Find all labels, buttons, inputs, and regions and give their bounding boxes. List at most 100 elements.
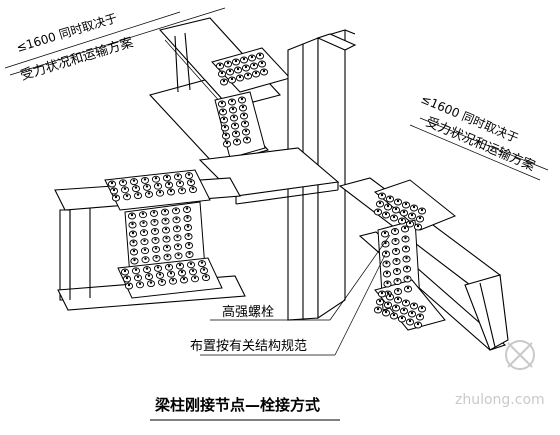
- bolt-upper-left-web-head: [221, 109, 225, 113]
- bolt-upper-left-flange-head: [228, 69, 232, 73]
- bolt-left-top-flange-head: [143, 178, 147, 181]
- bolt-left-web-head: [176, 235, 179, 238]
- bolt-right-bottom-flange-head: [394, 305, 398, 309]
- bolt-left-top-flange-head: [112, 188, 116, 192]
- bolt-left-bottom-flange-head: [204, 275, 208, 278]
- bolt-left-top-flange-head: [187, 173, 191, 176]
- bolt-left-web-head: [131, 222, 134, 226]
- diagram-caption: 梁柱刚接节点—栓接方式: [154, 396, 320, 414]
- bolt-left-web-head: [133, 258, 136, 262]
- bolt-right-bottom-flange-head: [376, 307, 380, 311]
- bolt-left-web-head: [166, 254, 169, 258]
- bolt-left-web-head: [177, 253, 180, 256]
- zhulong-watermark: zhulong.com: [455, 340, 545, 408]
- bolt-right-top-flange-head: [384, 212, 388, 216]
- bolt-left-bottom-flange-head: [134, 268, 138, 271]
- bolt-right-bottom-flange-head: [412, 303, 416, 307]
- bolt-right-web-head: [385, 261, 388, 265]
- bolt-left-web-head: [186, 225, 190, 228]
- bolt-left-top-flange-head: [123, 187, 127, 190]
- bolt-right-bottom-flange-head: [384, 310, 388, 314]
- bolt-right-bottom-flange-head: [400, 316, 404, 320]
- bolt-left-top-flange-head: [134, 186, 138, 189]
- bolt-upper-left-web-head: [234, 131, 238, 135]
- bolt-upper-left-web-head: [235, 139, 239, 143]
- bolt-right-web-head: [396, 279, 399, 282]
- bolt-right-top-flange-head: [380, 193, 384, 197]
- bolt-left-top-flange-head: [121, 180, 125, 183]
- bolt-right-top-flange-head: [420, 208, 424, 212]
- bolt-left-top-flange-head: [132, 179, 136, 182]
- bolt-right-top-flange-head: [392, 215, 396, 219]
- bolt-left-web-head: [174, 208, 178, 211]
- bolt-right-bottom-flange-head: [388, 294, 392, 298]
- bolt-right-web-head: [404, 236, 407, 240]
- bolt-left-web-head: [144, 257, 147, 260]
- bolt-upper-left-web-head: [220, 101, 224, 105]
- bolt-right-top-flange-head: [418, 216, 422, 220]
- bolt-left-bottom-flange-head: [191, 269, 195, 272]
- bolt-left-top-flange-head: [176, 174, 180, 177]
- leader-lines: [4, 7, 549, 356]
- bolt-left-bottom-flange-head: [156, 266, 160, 269]
- bolt-right-web-head: [384, 251, 388, 255]
- bolt-right-web-head: [386, 291, 390, 295]
- bolt-left-bottom-flange-head: [127, 283, 131, 287]
- bolt-left-bottom-flange-head: [193, 276, 197, 279]
- bolt-right-bottom-flange-head: [386, 302, 390, 306]
- bolt-left-web-head: [175, 226, 179, 229]
- bolt-upper-left-flange-head: [226, 61, 230, 65]
- bolt-right-bottom-flange-head: [416, 322, 420, 326]
- bolt-right-top-flange-head: [376, 209, 380, 213]
- bolt-right-bottom-flange-head: [396, 297, 400, 301]
- bolt-left-bottom-flange-head: [147, 274, 151, 277]
- bolt-upper-left-web-head: [230, 99, 234, 103]
- bolt-upper-left-flange-head: [252, 63, 256, 67]
- bolt-left-top-flange-head: [114, 195, 118, 199]
- bolt-left-bottom-flange-head: [125, 276, 129, 280]
- bolt-upper-left-web-head: [241, 105, 245, 109]
- bolt-right-web-head: [394, 239, 397, 242]
- bolt-left-top-flange-head: [167, 182, 171, 186]
- bolt-right-bottom-flange-head: [410, 311, 414, 315]
- bolt-left-bottom-flange-head: [145, 267, 149, 270]
- bolt-right-bottom-flange-head: [418, 314, 422, 318]
- bolt-left-web-head: [142, 221, 145, 224]
- bolt-right-top-flange-head: [378, 201, 382, 205]
- bolt-left-top-flange-head: [125, 194, 129, 197]
- bolt-left-web-head: [141, 212, 145, 215]
- bolt-left-web-head: [132, 249, 136, 253]
- bolt-left-web-head: [143, 239, 146, 242]
- bolt-right-bottom-flange-head: [408, 319, 412, 323]
- bolt-left-bottom-flange-head: [189, 262, 193, 265]
- bolt-upper-left-web-head: [224, 133, 228, 137]
- bolt-left-bottom-flange-head: [178, 263, 182, 267]
- bolt-upper-left-web-head: [245, 137, 249, 141]
- bolt-right-top-flange-head: [412, 205, 416, 209]
- bolt-left-web-head: [155, 256, 158, 259]
- bolt-left-bottom-flange-head: [180, 270, 184, 274]
- bolt-right-top-flange-head: [408, 221, 412, 225]
- bolt-upper-left-web-head: [225, 141, 229, 145]
- bolt-left-top-flange-head: [169, 189, 173, 193]
- bolt-upper-left-web-head: [232, 115, 236, 119]
- bolt-right-web-head: [383, 231, 387, 235]
- bolt-left-web-head: [130, 213, 134, 217]
- bolt-upper-left-flange-head: [218, 63, 222, 67]
- bolt-upper-left-web-head: [243, 121, 247, 125]
- bolt-right-top-flange-head: [388, 196, 392, 200]
- bolt-left-bottom-flange-head: [169, 272, 173, 275]
- bolt-left-web-head: [143, 248, 147, 251]
- bolt-right-web-head: [386, 281, 389, 285]
- watermark-text: zhulong.com: [455, 392, 545, 408]
- bolt-upper-left-flange-head: [244, 65, 248, 69]
- bolt-left-top-flange-head: [136, 193, 140, 196]
- bolt-left-top-flange-head: [156, 184, 160, 187]
- bolt-left-top-flange-head: [147, 192, 151, 195]
- bolt-left-top-flange-head: [178, 181, 182, 184]
- bolt-left-web-head: [185, 207, 189, 210]
- bolt-left-top-flange-head: [158, 191, 162, 194]
- bolt-left-web-head: [154, 238, 157, 241]
- bolt-left-bottom-flange-head: [149, 281, 153, 284]
